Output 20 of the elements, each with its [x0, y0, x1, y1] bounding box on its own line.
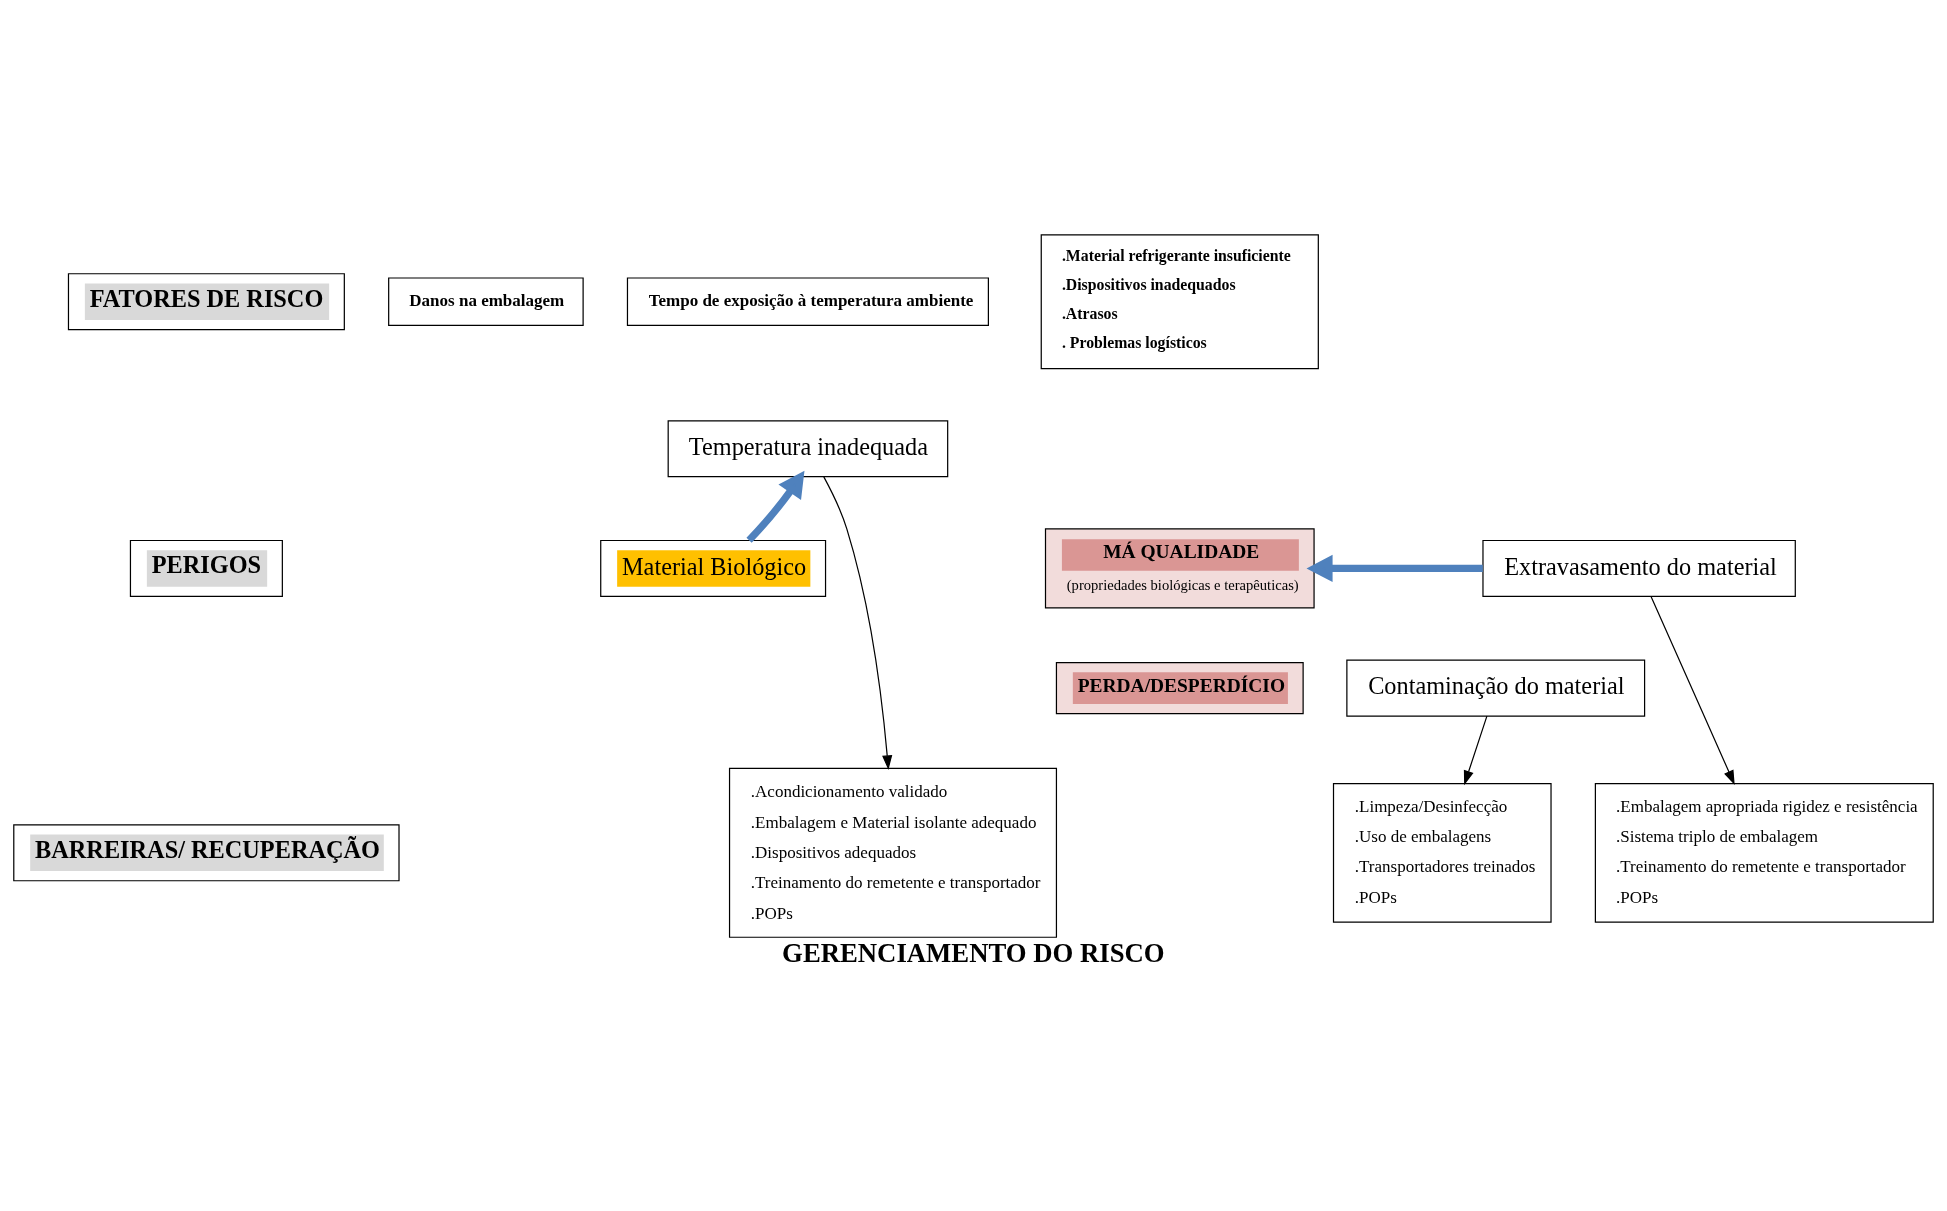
node-box: Material Biológico [600, 539, 827, 597]
node-box: MÁ QUALIDADE (propriedades biológicas e terapêuticas) [1044, 528, 1315, 609]
node-box: Danos na embalagem [388, 277, 584, 326]
node-box: PERDA/DESPERDÍCIO [1055, 662, 1304, 715]
node-box: .Acondicionamento validado .Embalagem e Material isolante adequado .Dispositivos adequados .Treinamento do remetente e transportador .POPs [728, 767, 1058, 938]
node-box: Contaminação do material [1346, 659, 1646, 717]
arrow [1463, 715, 1488, 786]
node-box: .Material refrigerante insuficiente .Dispositivos inadequados .Atrasos . Problemas logísticos [1040, 234, 1319, 370]
arrow [746, 470, 805, 543]
arrow [1650, 596, 1735, 785]
node-box: Tempo de exposição à temperatura ambiente [626, 277, 989, 326]
node-box: FATORES DE RISCO [67, 273, 345, 331]
arrow [823, 476, 893, 770]
node-box: PERIGOS [129, 539, 283, 597]
node-box: Extravasamento do material [1482, 539, 1796, 597]
node-box: Temperatura inadequada [667, 420, 949, 478]
node-box: .Limpeza/Desinfecção .Uso de embalagens .Transportadores treinados .POPs [1332, 782, 1552, 923]
caption: GERENCIAMENTO DO RISCO [782, 938, 1165, 969]
node-box: BARREIRAS/ RECUPERAÇÃO [13, 824, 400, 882]
node-box: .Embalagem apropriada rigidez e resistência .Sistema triplo de embalagem .Treinamento do remetente e transportador .POPs [1594, 782, 1934, 923]
